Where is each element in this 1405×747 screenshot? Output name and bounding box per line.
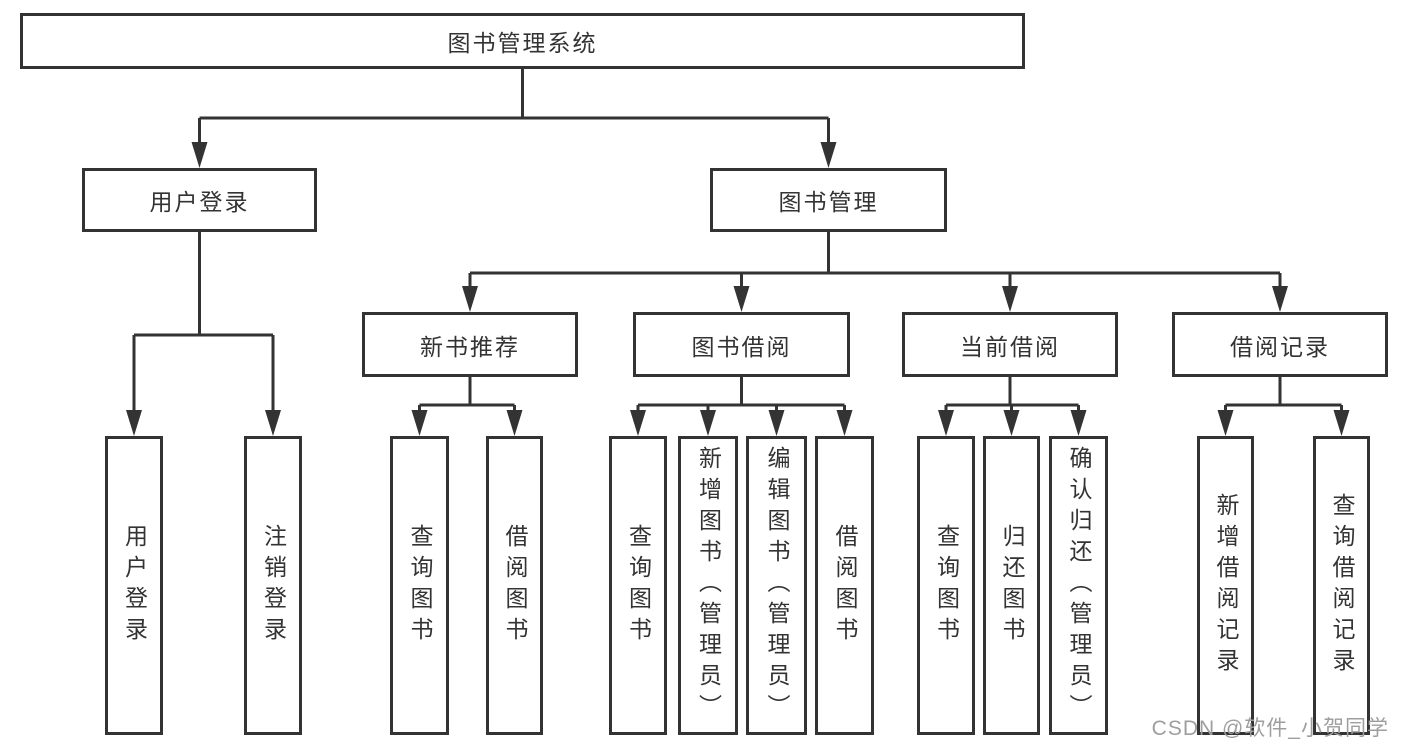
leaf-recommend-query-books: 查询图书 (390, 436, 449, 735)
leaf-borrow-borrow-books-label: 借阅图书 (832, 523, 858, 648)
leaf-current-return-books: 归还图书 (983, 436, 1040, 735)
leaf-logout: 注销登录 (244, 436, 302, 735)
leaf-borrow-query-books-label: 查询图书 (625, 523, 652, 648)
node-borrow-records: 借阅记录 (1172, 312, 1388, 377)
leaf-borrow-edit-books-admin: 编辑图书（管理员） (746, 436, 807, 735)
leaf-borrow-edit-books-admin-label: 编辑图书（管理员） (764, 446, 790, 725)
leaf-records-query-record: 查询借阅记录 (1313, 436, 1370, 735)
leaf-records-query-record-label: 查询借阅记录 (1329, 492, 1355, 679)
leaf-records-add-record: 新增借阅记录 (1197, 436, 1254, 735)
leaf-records-add-record-label: 新增借阅记录 (1213, 492, 1239, 679)
leaf-logout-label: 注销登录 (260, 523, 287, 648)
node-book-management: 图书管理 (710, 168, 947, 232)
node-new-book-recommend: 新书推荐 (362, 312, 578, 377)
csdn-watermark: CSDN @软件_小贺同学 (1151, 717, 1389, 740)
node-user-login: 用户登录 (82, 168, 317, 232)
node-book-borrow-label: 图书借阅 (691, 333, 792, 360)
node-root-label: 图书管理系统 (447, 30, 598, 56)
leaf-current-return-books-label: 归还图书 (999, 523, 1025, 648)
node-user-login-label: 用户登录 (149, 189, 250, 215)
node-book-borrow: 图书借阅 (633, 312, 850, 377)
node-book-management-label: 图书管理 (778, 189, 879, 215)
leaf-user-login-label: 用户登录 (121, 523, 148, 648)
leaf-borrow-add-books-admin: 新增图书（管理员） (678, 436, 738, 735)
leaf-borrow-query-books: 查询图书 (609, 436, 667, 735)
leaf-user-login: 用户登录 (105, 436, 163, 735)
leaf-recommend-query-books-label: 查询图书 (407, 523, 433, 648)
leaf-borrow-borrow-books: 借阅图书 (815, 436, 874, 735)
leaf-current-confirm-return-admin-label: 确认归还（管理员） (1066, 446, 1092, 725)
node-current-borrow-label: 当前借阅 (960, 333, 1060, 360)
node-borrow-records-label: 借阅记录 (1230, 333, 1330, 360)
leaf-recommend-borrow-books-label: 借阅图书 (502, 523, 528, 648)
leaf-recommend-borrow-books: 借阅图书 (486, 436, 543, 735)
leaf-current-confirm-return-admin: 确认归还（管理员） (1049, 436, 1108, 735)
leaf-borrow-add-books-admin-label: 新增图书（管理员） (695, 446, 722, 725)
node-current-borrow: 当前借阅 (902, 312, 1118, 377)
leaf-current-query-books-label: 查询图书 (933, 523, 960, 648)
node-root: 图书管理系统 (20, 13, 1025, 69)
node-new-book-recommend-label: 新书推荐 (420, 333, 520, 360)
leaf-current-query-books: 查询图书 (917, 436, 975, 735)
